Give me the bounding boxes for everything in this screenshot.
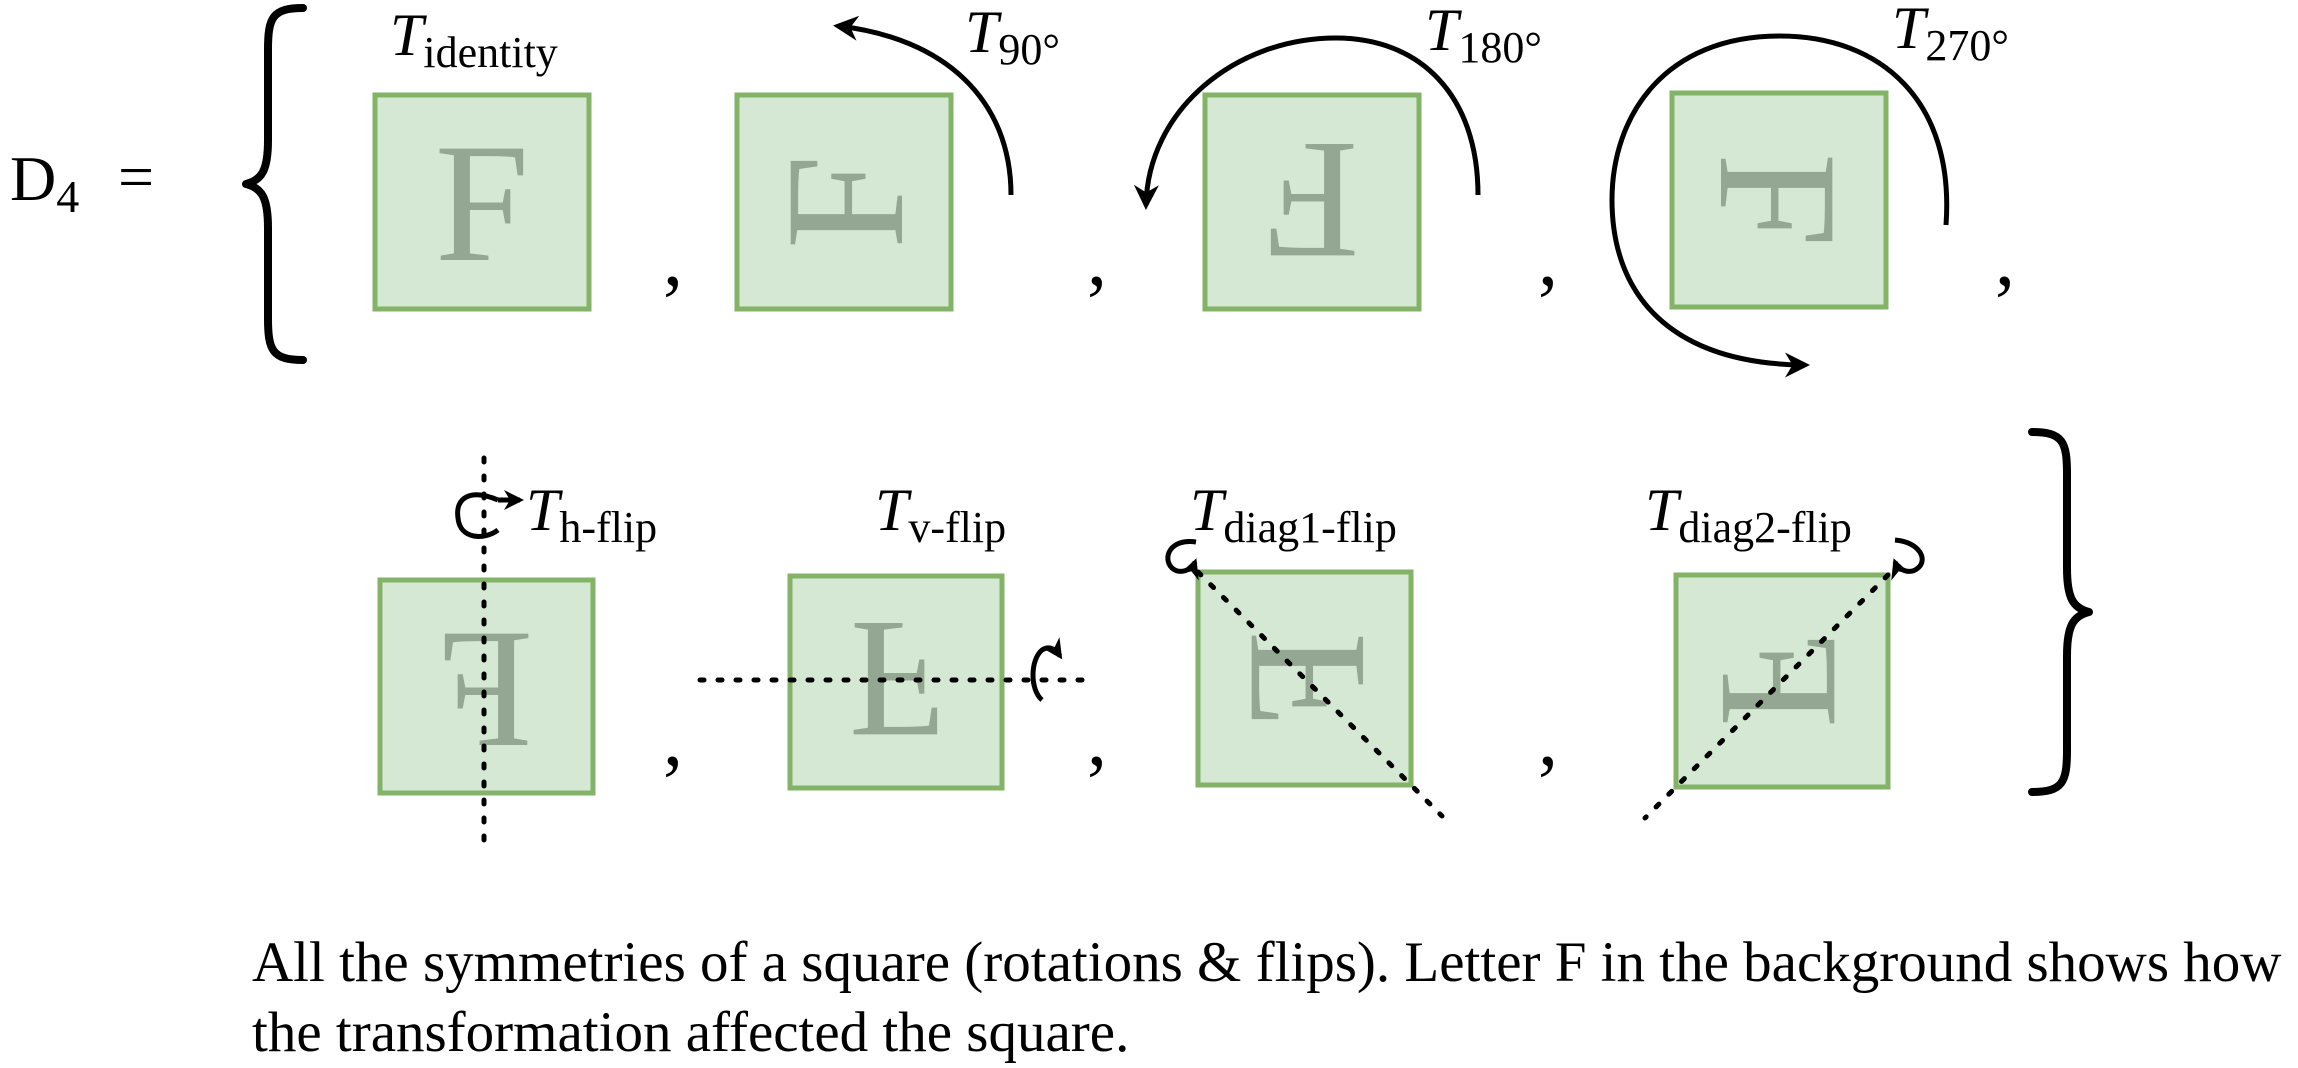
letter-f: F <box>751 155 939 250</box>
square <box>372 92 592 312</box>
flip-arrow-icon <box>455 495 520 539</box>
square <box>1669 90 1889 310</box>
separator: , <box>663 215 683 303</box>
flip-arrow-icon <box>1891 537 1925 581</box>
label-t-90: T90° <box>965 0 1060 74</box>
flip-horizontal: F Th-flip <box>377 455 657 853</box>
label-t-h-flip: Th-flip <box>526 477 657 552</box>
flip-axis <box>1195 569 1445 819</box>
letter-f: F <box>1265 107 1360 295</box>
flip-arrow-icon <box>1165 539 1199 581</box>
group-name: D4 <box>10 143 79 222</box>
right-brace <box>2028 428 2093 796</box>
rotate-ccw-arrow-icon <box>1609 33 1950 378</box>
left-brace <box>242 4 307 364</box>
separator: , <box>1538 215 1558 303</box>
letter-f: F <box>1686 634 1874 729</box>
rotate-ccw-arrow-icon <box>1133 35 1481 210</box>
flip-diagonal-1: F Tdiag1-flip <box>1165 477 1445 819</box>
square <box>734 92 954 312</box>
rotation-identity: F Tidentity <box>372 2 592 312</box>
label-t-identity: Tidentity <box>390 2 558 77</box>
flip-axis <box>1642 572 1891 821</box>
label-t-180: T180° <box>1425 0 1542 72</box>
separator: , <box>1087 695 1107 783</box>
flip-arrow-icon <box>1030 637 1063 702</box>
letter-f: F <box>1684 153 1872 248</box>
figure-caption: All the symmetries of a square (rotation… <box>252 931 2282 1064</box>
letter-f: F <box>435 109 530 297</box>
separator: , <box>1995 215 2015 303</box>
rotation-270: F T270° <box>1609 0 2009 378</box>
equals-sign: = <box>118 141 154 212</box>
rotation-180: F T180° <box>1133 0 1542 312</box>
letter-f: F <box>1212 631 1400 726</box>
rotate-ccw-arrow-icon <box>833 15 1014 196</box>
label-t-diag1-flip: Tdiag1-flip <box>1190 477 1397 552</box>
separator: , <box>1538 695 1558 783</box>
square <box>1202 92 1422 312</box>
flip-diagonal-2: F Tdiag2-flip <box>1642 477 1925 821</box>
flip-vertical: F Tv-flip <box>697 477 1098 791</box>
rotation-90: F T90° <box>734 0 1060 312</box>
square <box>377 577 596 796</box>
label-t-270: T270° <box>1892 0 2009 70</box>
separator: , <box>1087 215 1107 303</box>
separator: , <box>663 695 683 783</box>
label-t-v-flip: Tv-flip <box>875 477 1006 552</box>
label-t-diag2-flip: Tdiag2-flip <box>1645 477 1852 552</box>
